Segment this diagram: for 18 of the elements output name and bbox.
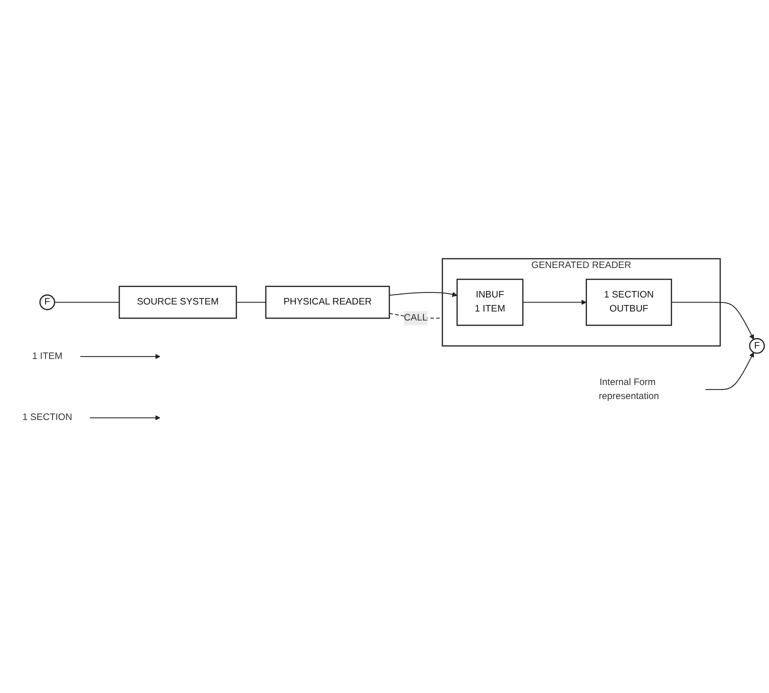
connector (54, 302, 120, 304)
edge-label: CALL (404, 313, 428, 324)
arrow (89, 416, 160, 421)
node-box: 1 SECTION OUTBUF (586, 279, 672, 326)
arrow (671, 302, 754, 340)
node-circle: F (749, 338, 765, 354)
node-box: PHYSICAL READER (265, 286, 390, 320)
node-box: INBUF 1 ITEM (456, 279, 524, 326)
arrow (705, 352, 754, 390)
arrow (80, 354, 160, 360)
node-circle: F (39, 294, 56, 310)
node-text: 1 SECTION (22, 412, 72, 423)
arrow (388, 292, 458, 298)
node-text: 1 ITEM (32, 352, 62, 362)
node-text: Internal Form representation (598, 377, 660, 402)
node-box: SOURCE SYSTEM (118, 286, 237, 320)
arrow (522, 300, 587, 306)
connector (236, 302, 266, 304)
